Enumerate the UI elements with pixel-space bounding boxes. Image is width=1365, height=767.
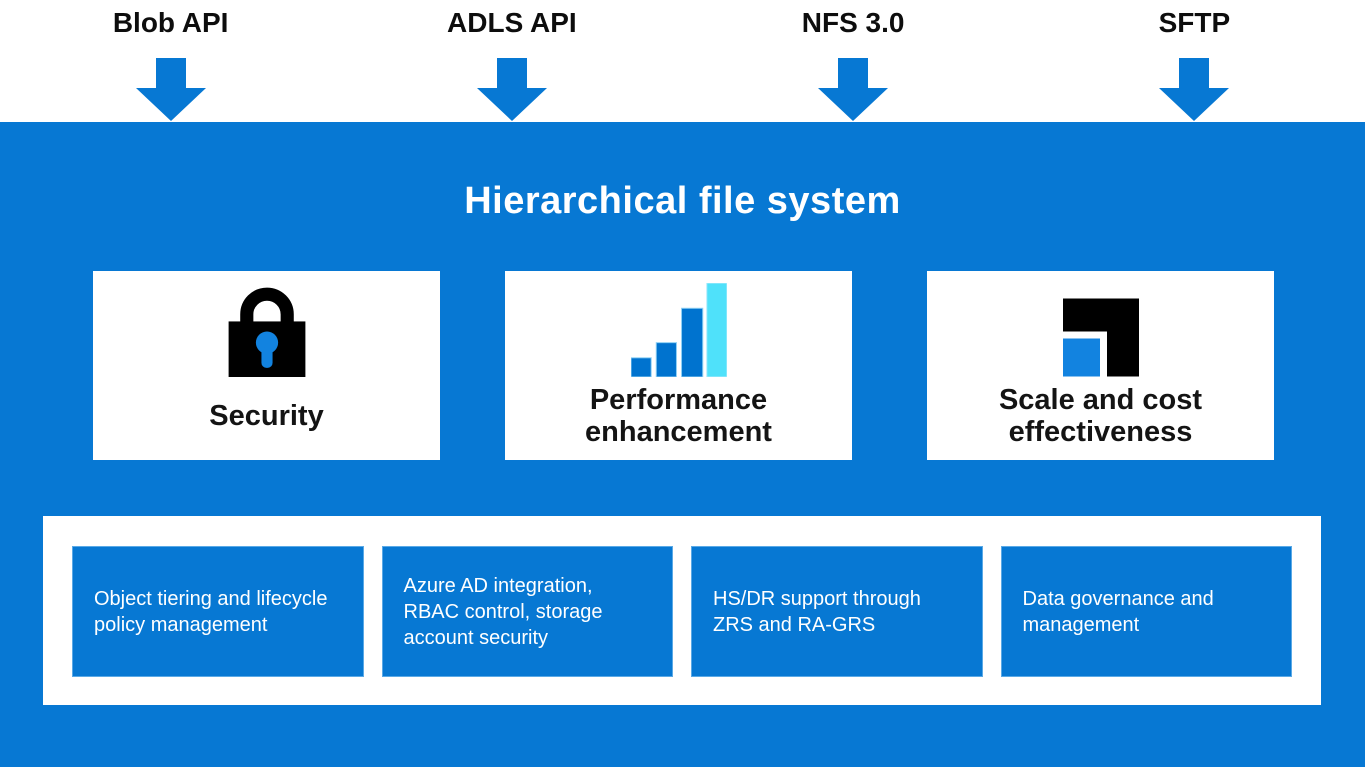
lock-icon (93, 279, 440, 377)
feature-box-hsdr: HS/DR support through ZRS and RA-GRS (691, 546, 983, 677)
feature-box-tiering: Object tiering and lifecycle policy mana… (72, 546, 364, 677)
card-label-performance: Performance enhancement (585, 383, 772, 448)
api-column-sftp: SFTP (1074, 6, 1314, 121)
arrow-stem (496, 57, 527, 88)
feature-text: HS/DR support through ZRS and RA-GRS (713, 587, 921, 636)
api-label-adls: ADLS API (447, 7, 577, 38)
arrow-head (135, 87, 206, 121)
down-arrow-icon (1159, 57, 1230, 121)
down-arrow-icon (818, 57, 889, 121)
card-scale-cost: Scale and cost effectiveness (927, 271, 1274, 460)
feature-text: Data governance and management (1022, 587, 1214, 636)
arrow-stem (838, 57, 869, 88)
api-label-blob: Blob API (112, 7, 229, 38)
arrow-head (1159, 87, 1230, 121)
card-label-security: Security (209, 399, 324, 432)
feature-box-governance: Data governance and management (1000, 546, 1292, 677)
arrow-stem (1179, 57, 1210, 88)
hierarchical-file-system-panel: Hierarchical file system Security (0, 122, 1365, 767)
scale-cost-icon (927, 279, 1274, 377)
card-label-scale-cost: Scale and cost effectiveness (998, 383, 1203, 448)
down-arrow-icon (476, 57, 547, 121)
feature-text: Object tiering and lifecycle policy mana… (94, 587, 328, 636)
api-column-adls: ADLS API (392, 6, 632, 121)
card-security: Security (93, 271, 440, 460)
features-band: Object tiering and lifecycle policy mana… (43, 516, 1321, 705)
api-column-blob: Blob API (51, 6, 291, 121)
arrow-head (818, 87, 889, 121)
api-column-nfs: NFS 3.0 (733, 6, 973, 121)
down-arrow-icon (135, 57, 206, 121)
arrow-head (476, 87, 547, 121)
api-label-nfs: NFS 3.0 (801, 7, 905, 38)
card-performance: Performance enhancement (505, 271, 852, 460)
arrow-stem (155, 57, 186, 88)
api-label-sftp: SFTP (1158, 7, 1231, 38)
api-strip: Blob API ADLS API NFS 3.0 SFTP (0, 0, 1365, 122)
feature-box-aad-rbac: Azure AD integration, RBAC control, stor… (381, 546, 673, 677)
page-title: Hierarchical file system (464, 180, 901, 222)
feature-text: Azure AD integration, RBAC control, stor… (403, 574, 603, 649)
bar-chart-icon (505, 279, 852, 377)
